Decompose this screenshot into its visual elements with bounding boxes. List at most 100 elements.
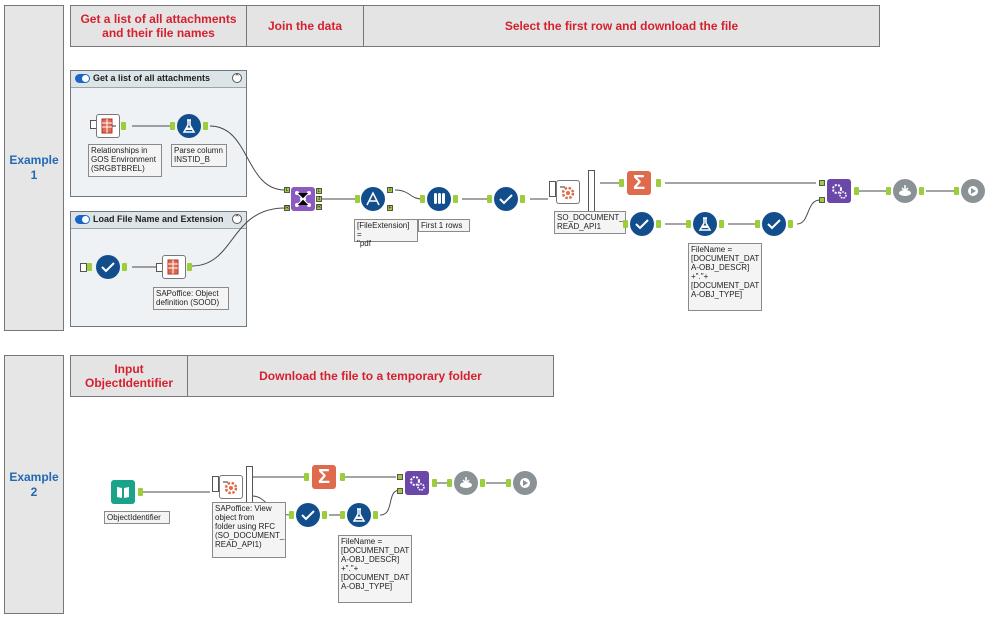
input-port[interactable] [549, 181, 556, 197]
collapse-icon[interactable]: ⌃ [232, 214, 242, 224]
output-anchor[interactable] [322, 511, 327, 519]
join-l-out-port[interactable]: L [316, 188, 322, 194]
section-example-1: Example 1 [4, 5, 64, 331]
join-right-port[interactable]: R [284, 205, 290, 211]
input-anchor[interactable] [487, 195, 492, 203]
header-select-first-row: Select the first row and download the fi… [363, 5, 880, 47]
output-anchor[interactable] [187, 263, 192, 271]
filter-false-port[interactable]: F [387, 205, 393, 211]
header-get-attachments: Get a list of all attachments and their … [70, 5, 247, 47]
rfc-macro-tool[interactable] [556, 180, 580, 204]
sigma-icon: Σ [632, 172, 645, 194]
header-input-objectidentifier: Input ObjectIdentifier [70, 355, 188, 397]
select-tool[interactable] [96, 255, 120, 279]
filter-tool[interactable] [361, 187, 385, 211]
append-fields-tool[interactable] [405, 471, 429, 495]
input-anchor[interactable] [447, 479, 452, 487]
container-title: Get a list of all attachments [93, 73, 211, 83]
formula-tool-filename[interactable] [347, 503, 371, 527]
toggle-icon[interactable] [75, 74, 90, 83]
sap-input-tool[interactable] [162, 255, 186, 279]
input-anchor[interactable] [304, 473, 309, 481]
output-anchor[interactable] [656, 220, 661, 228]
annotation-formula-filename-2: FileName = [DOCUMENT_DAT A-OBJ_DESCR] +"… [338, 535, 412, 603]
append-target-port[interactable] [819, 180, 825, 186]
gear-icon [223, 481, 238, 495]
output-anchor[interactable] [138, 488, 143, 496]
output-port-stack[interactable] [246, 466, 253, 506]
annotation-sap-view-object: SAPoffice: View object from folder using… [212, 502, 286, 558]
summarize-tool[interactable]: Σ [627, 171, 651, 195]
macro-output-tool[interactable] [961, 179, 985, 203]
append-fields-tool[interactable] [827, 179, 851, 203]
input-anchor[interactable] [340, 511, 345, 519]
input-anchor[interactable] [886, 187, 891, 195]
input-anchor[interactable] [355, 195, 360, 203]
header-download-temp-folder: Download the file to a temporary folder [187, 355, 554, 397]
filter-icon [366, 191, 380, 206]
input-anchor[interactable] [170, 122, 175, 130]
rfc-macro-tool[interactable] [219, 475, 243, 499]
formula-tool-filename[interactable] [693, 212, 717, 236]
input-anchor[interactable] [954, 187, 959, 195]
macro-output-tool[interactable] [513, 471, 537, 495]
check-icon [767, 219, 781, 230]
download-tool[interactable] [893, 179, 917, 203]
download-tool[interactable] [454, 471, 478, 495]
join-icon [295, 191, 311, 207]
output-anchor[interactable] [788, 220, 793, 228]
gear-icon [560, 186, 575, 200]
download-icon [460, 477, 472, 488]
input-anchor[interactable] [420, 195, 425, 203]
input-anchor[interactable] [755, 220, 760, 228]
join-j-port[interactable]: J [316, 196, 322, 202]
input-port[interactable] [80, 263, 87, 272]
select-tool[interactable] [762, 212, 786, 236]
output-anchor[interactable] [373, 511, 378, 519]
check-icon [101, 262, 115, 273]
section-example-2: Example 2 [4, 355, 64, 614]
input-port[interactable] [212, 476, 219, 492]
toggle-icon[interactable] [75, 215, 90, 224]
sap-input-tool[interactable] [96, 114, 120, 138]
output-anchor[interactable] [719, 220, 724, 228]
input-anchor[interactable] [686, 220, 691, 228]
select-tool[interactable] [296, 503, 320, 527]
anchor[interactable] [87, 263, 92, 271]
input-anchor[interactable] [506, 479, 511, 487]
output-anchor[interactable] [854, 187, 859, 195]
table-icon [101, 118, 116, 134]
formula-tool-parse[interactable] [177, 114, 201, 138]
output-anchor[interactable] [121, 122, 126, 130]
input-anchor[interactable] [623, 220, 628, 228]
filter-true-port[interactable]: T [387, 187, 393, 193]
text-input-tool[interactable] [111, 480, 135, 504]
sample-tool[interactable] [427, 187, 451, 211]
append-target-port[interactable] [397, 474, 403, 480]
input-anchor[interactable] [289, 511, 294, 519]
append-source-port[interactable] [819, 197, 825, 203]
collapse-icon[interactable]: ⌃ [232, 73, 242, 83]
join-left-port[interactable]: L [284, 187, 290, 193]
output-anchor[interactable] [340, 473, 345, 481]
append-source-port[interactable] [397, 488, 403, 494]
output-anchor[interactable] [520, 195, 525, 203]
output-anchor[interactable] [480, 479, 485, 487]
flask-icon [698, 217, 712, 231]
join-tool[interactable] [291, 187, 315, 211]
join-r-out-port[interactable]: R [316, 204, 322, 210]
annotation-formula-filename: FileName = [DOCUMENT_DAT A-OBJ_DESCR] +"… [688, 243, 762, 311]
output-anchor[interactable] [919, 187, 924, 195]
select-tool[interactable] [494, 187, 518, 211]
output-anchor[interactable] [656, 179, 661, 187]
annotation-parse: Parse column INSTID_B [171, 144, 227, 167]
output-anchor[interactable] [453, 195, 458, 203]
output-anchor[interactable] [203, 122, 208, 130]
input-anchor[interactable] [619, 179, 624, 187]
select-tool[interactable] [630, 212, 654, 236]
test-tubes-icon [434, 193, 445, 204]
output-anchor[interactable] [432, 479, 437, 487]
output-anchor[interactable] [122, 263, 127, 271]
summarize-tool[interactable]: Σ [312, 465, 336, 489]
header-join-data: Join the data [246, 5, 364, 47]
